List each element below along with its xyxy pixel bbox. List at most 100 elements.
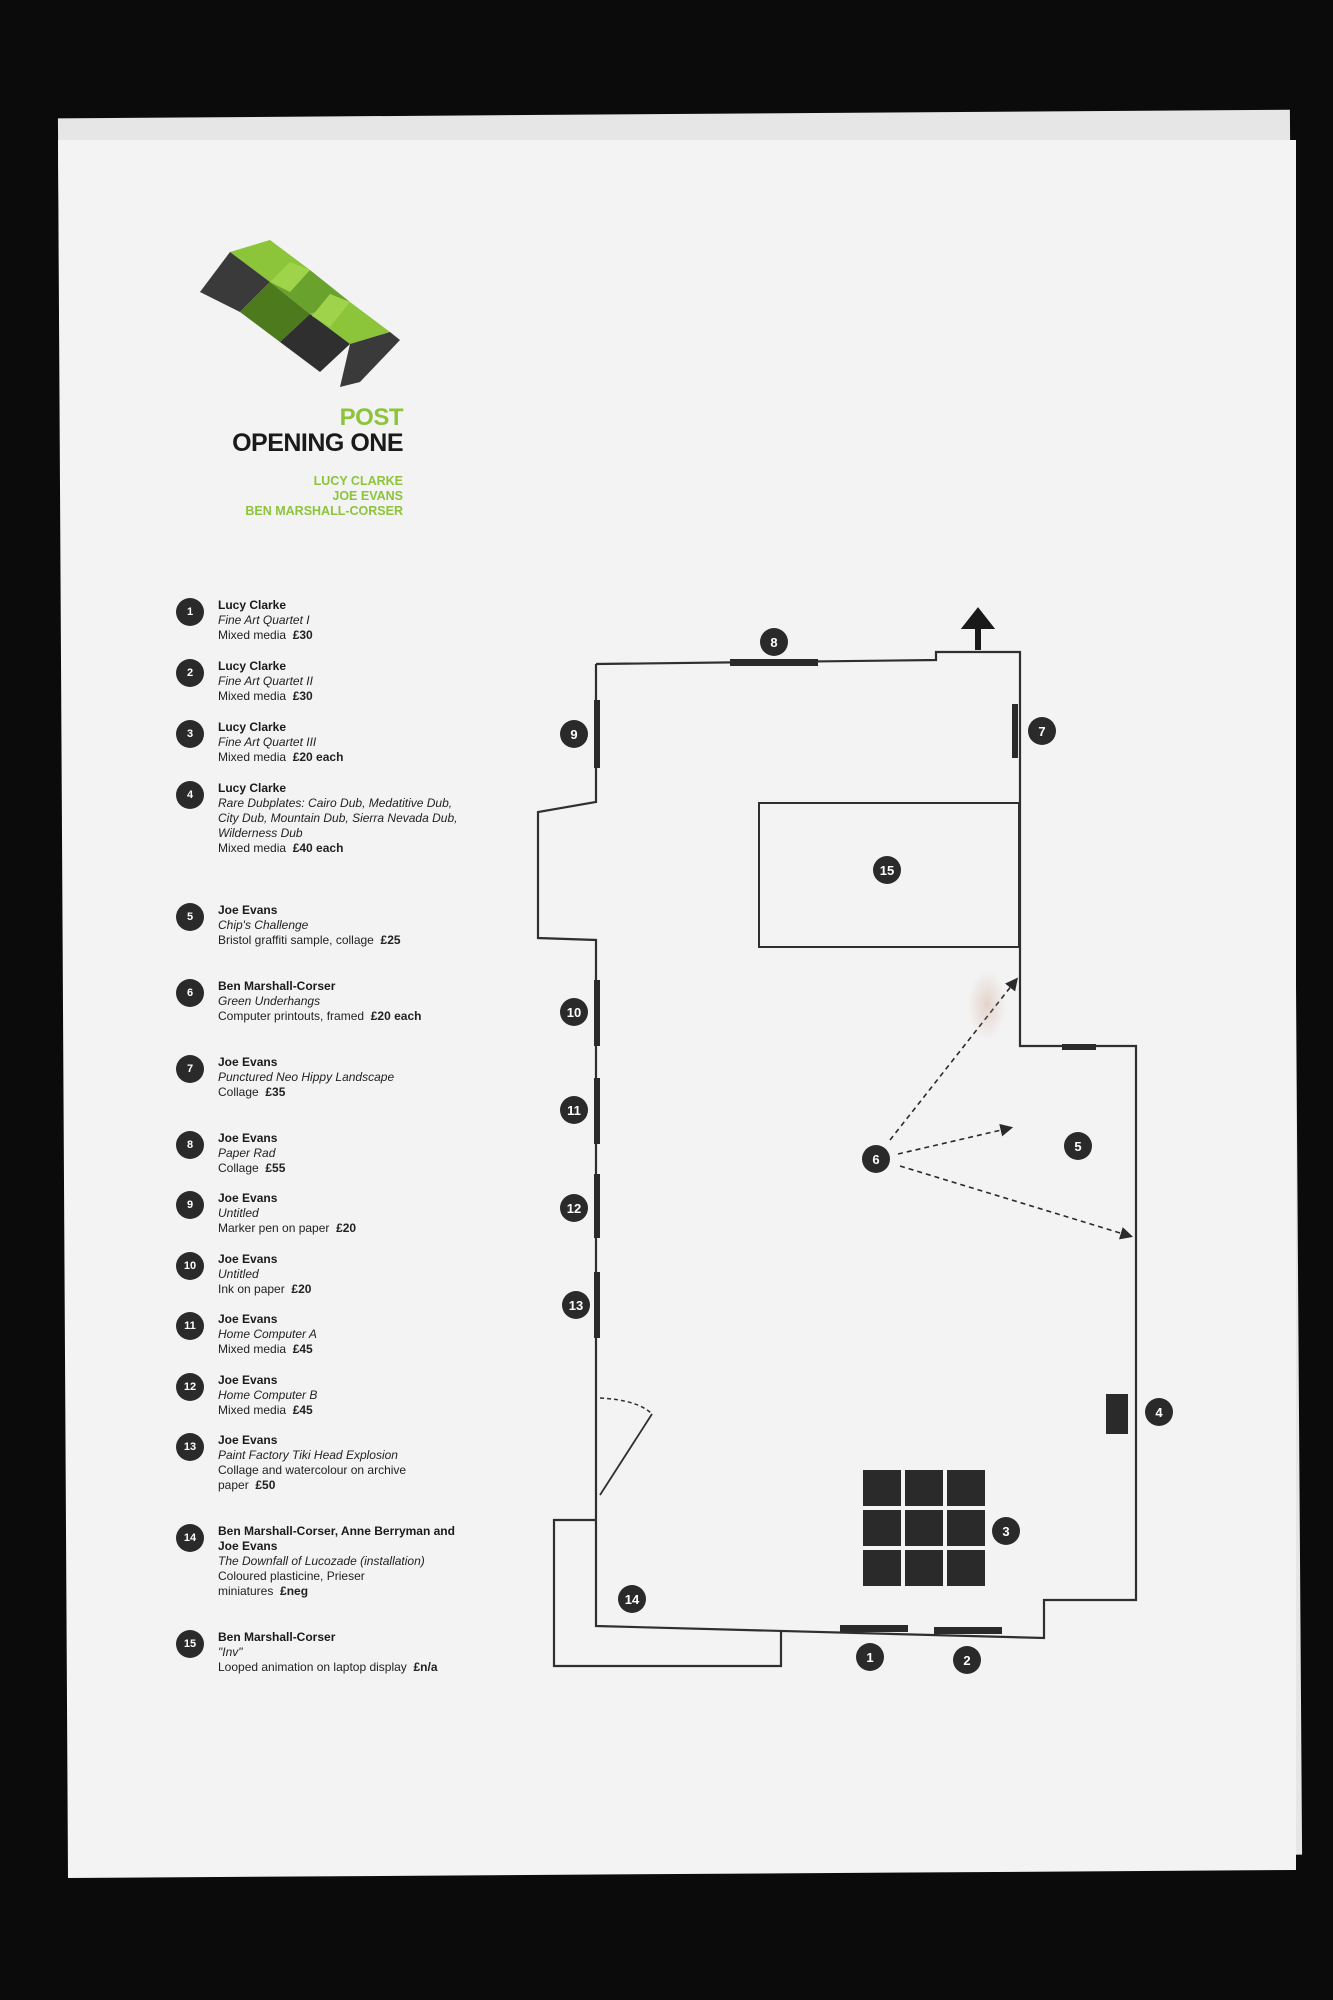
key-medium: Bristol graffiti sample, collage £25 [218, 933, 401, 947]
key-title: Fine Art Quartet III [218, 735, 317, 749]
key-item: 7 Joe Evans Punctured Neo Hippy Landscap… [174, 1055, 418, 1100]
svg-text:4: 4 [1155, 1405, 1163, 1420]
key-title: Home Computer A [218, 1327, 317, 1341]
plan-badge-8: 8 [760, 628, 788, 656]
svg-text:2: 2 [963, 1653, 970, 1668]
key-item: 8 Joe Evans Paper Rad Collage £55 [174, 1131, 285, 1176]
key-artist: Ben Marshall-Corser, Anne Berryman and J… [218, 1524, 455, 1553]
plan-badge-11: 11 [560, 1096, 588, 1124]
door-swing [599, 1413, 653, 1496]
dubplates-grid [863, 1470, 985, 1586]
key-artist: Joe Evans [218, 903, 278, 917]
number-badge: 10 [176, 1252, 204, 1280]
svg-text:6: 6 [872, 1152, 879, 1167]
key-item: 10 Joe Evans Untitled Ink on paper £20 [174, 1252, 311, 1297]
key-price: £50 [255, 1478, 276, 1492]
svg-text:12: 12 [567, 1201, 581, 1216]
svg-text:7: 7 [1038, 724, 1045, 739]
key-price: £30 [292, 628, 313, 642]
number-badge: 8 [176, 1131, 204, 1159]
key-artist: Joe Evans [218, 1055, 278, 1069]
key-medium: Looped animation on laptop display £n/a [218, 1660, 438, 1674]
key-price: £n/a [413, 1660, 438, 1674]
svg-text:8: 8 [770, 635, 777, 650]
key-medium: Computer printouts, framed £20 each [218, 1009, 422, 1023]
pointer-line [899, 1165, 1134, 1240]
key-title: The Downfall of Lucozade (installation) [218, 1554, 425, 1568]
key-price: £45 [292, 1403, 313, 1417]
number-badge: 2 [176, 659, 204, 687]
gallery-handout-sheet [58, 140, 1296, 1878]
key-artist: Joe Evans [218, 1312, 278, 1326]
key-artist: Lucy Clarke [218, 598, 287, 612]
artist-list: LUCY CLARKE JOE EVANS BEN MARSHALL-CORSE… [83, 474, 403, 519]
svg-text:15: 15 [880, 863, 894, 878]
key-item: 1 Lucy Clarke Fine Art Quartet I Mixed m… [174, 598, 313, 643]
key-price: £35 [265, 1085, 286, 1099]
number-badge: 5 [176, 903, 204, 931]
key-artist: Joe Evans [218, 1252, 278, 1266]
key-item: 14 Ben Marshall-Corser, Anne Berryman an… [174, 1524, 458, 1599]
number-badge: 7 [176, 1055, 204, 1083]
key-artist: Joe Evans [218, 1191, 278, 1205]
key-title: Fine Art Quartet I [218, 613, 310, 627]
door-arc [599, 1397, 653, 1415]
number-badge: 1 [176, 598, 204, 626]
key-medium: Coloured plasticine, Prieser miniatures … [218, 1569, 365, 1598]
artwork-10-marker [594, 980, 600, 1046]
svg-text:13: 13 [569, 1298, 583, 1313]
artwork-7-marker [1012, 704, 1018, 758]
key-item: 12 Joe Evans Home Computer B Mixed media… [174, 1373, 317, 1418]
key-price: £45 [292, 1342, 313, 1356]
key-item: 5 Joe Evans Chip's Challenge Bristol gra… [174, 903, 438, 948]
key-price: £20 each [292, 750, 344, 764]
paper-stain [968, 970, 1006, 1040]
title-post: POST [339, 404, 404, 431]
artwork-9-marker [594, 700, 600, 768]
artwork-8-marker [730, 659, 818, 666]
key-title: Paper Rad [218, 1146, 276, 1160]
key-item: 6 Ben Marshall-Corser Green Underhangs C… [174, 979, 428, 1024]
key-item: 9 Joe Evans Untitled Marker pen on paper… [174, 1191, 356, 1236]
svg-text:3: 3 [1002, 1524, 1009, 1539]
exhibition-title-block: POST OPENING ONE LUCY CLARKE JOE EVANS B… [83, 406, 403, 519]
exit-arrow-icon [960, 607, 996, 650]
pointer-line [889, 977, 1018, 1141]
key-medium: Mixed media £30 [218, 628, 313, 642]
key-price: £20 [336, 1221, 357, 1235]
pointer-line [897, 1123, 1014, 1155]
key-medium: Collage £35 [218, 1085, 286, 1099]
key-artist: Ben Marshall-Corser [218, 1630, 336, 1644]
number-badge: 15 [176, 1630, 204, 1658]
title-opening-one: OPENING ONE [232, 429, 403, 457]
number-badge: 14 [176, 1524, 204, 1552]
key-price: £25 [380, 933, 401, 947]
key-title: Home Computer B [218, 1388, 318, 1402]
plan-badge-3: 3 [992, 1517, 1020, 1545]
plan-badge-10: 10 [560, 998, 588, 1026]
number-badge: 9 [176, 1191, 204, 1219]
artist-name: BEN MARSHALL-CORSER [245, 504, 403, 518]
artwork-11-marker [594, 1078, 600, 1144]
key-artist: Lucy Clarke [218, 781, 287, 795]
plan-badge-5: 5 [1064, 1132, 1092, 1160]
key-artist: Ben Marshall-Corser [218, 979, 336, 993]
plan-badge-7: 7 [1028, 717, 1056, 745]
key-item: 11 Joe Evans Home Computer A Mixed media… [174, 1312, 317, 1357]
key-item: 15 Ben Marshall-Corser "Inv" Looped anim… [174, 1630, 458, 1675]
key-title: Chip's Challenge [218, 918, 309, 932]
key-title: Untitled [218, 1267, 259, 1281]
number-badge: 3 [176, 720, 204, 748]
key-title: Paint Factory Tiki Head Explosion [218, 1448, 398, 1462]
key-medium: Mixed media £40 each [218, 841, 344, 855]
number-badge: 13 [176, 1433, 204, 1461]
svg-text:14: 14 [625, 1592, 640, 1607]
plan-badge-12: 12 [560, 1194, 588, 1222]
key-title: Fine Art Quartet II [218, 674, 313, 688]
key-item: 13 Joe Evans Paint Factory Tiki Head Exp… [174, 1433, 438, 1493]
plan-badge-15: 15 [873, 856, 901, 884]
key-price: £20 each [370, 1009, 422, 1023]
key-title: Punctured Neo Hippy Landscape [218, 1070, 395, 1084]
plan-badge-6: 6 [862, 1145, 890, 1173]
number-badge: 6 [176, 979, 204, 1007]
